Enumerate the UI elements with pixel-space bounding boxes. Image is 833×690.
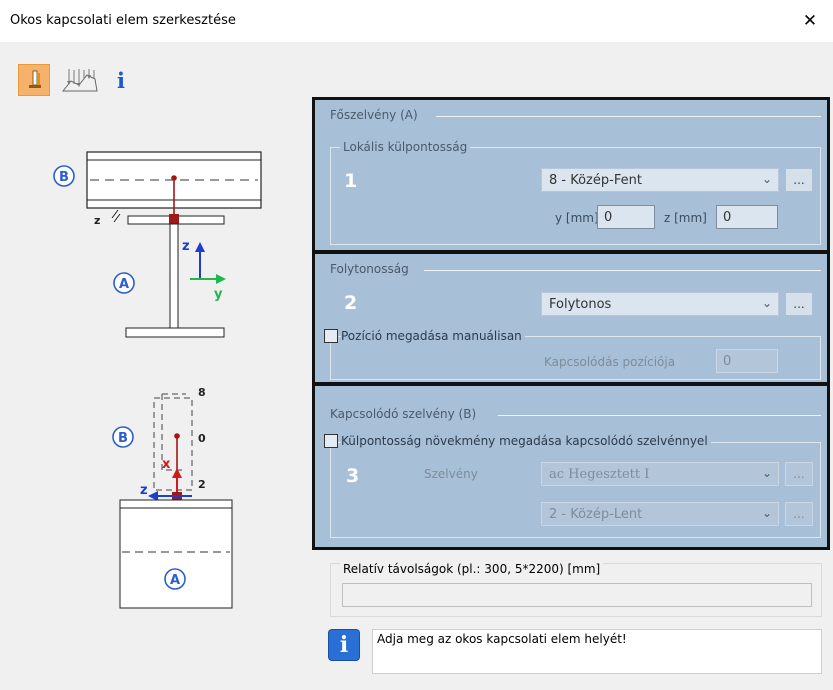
info-tab-button[interactable]: i — [112, 64, 130, 96]
y-offset-label: y [mm] — [555, 211, 599, 225]
diagram-label-x-axis: x — [162, 457, 171, 472]
diagram-label-a-bottom: A — [170, 573, 180, 588]
continuity-divider — [424, 270, 821, 271]
geometry-tab-button[interactable] — [18, 64, 50, 96]
diagram-label-z-axis-bottom: z — [140, 483, 148, 498]
connection-position-label: Kapcsolódás pozíciója — [544, 355, 676, 369]
continuity-select-value: Folytonos — [549, 296, 612, 312]
section-number-1: 1 — [344, 170, 358, 192]
surface-icon — [61, 69, 98, 92]
connecting-position-select[interactable]: 2 - Közép-Lent ⌄ — [541, 502, 779, 526]
local-offset-title: Lokális külpontosság — [340, 140, 471, 154]
y-offset-input[interactable]: 0 — [597, 205, 655, 229]
continuity-select[interactable]: Folytonos ⌄ — [541, 292, 779, 316]
manual-position-checkbox[interactable] — [324, 329, 338, 343]
connecting-position-value: 2 - Közép-Lent — [549, 506, 643, 522]
diagram-label-0: 0 — [198, 432, 206, 445]
top-connection-diagram: B A z z y — [53, 151, 262, 338]
section-number-2: 2 — [344, 292, 358, 314]
diagram-label-y-axis: y — [214, 287, 223, 302]
geometry-icon — [29, 70, 41, 88]
manual-position-box — [330, 336, 821, 380]
profile-select-value: ac Hegesztett I — [549, 466, 650, 482]
info-message: Adja meg az okos kapcsolati elem helyét! — [372, 629, 822, 674]
continuity-title: Folytonosság — [330, 262, 409, 276]
window-title: Okos kapcsolati elem szerkesztése — [10, 13, 236, 28]
bottom-connection-diagram: B A 8 0 2 x z — [112, 386, 233, 609]
close-icon: ✕ — [802, 11, 818, 31]
connection-position-input[interactable]: 0 — [716, 349, 778, 373]
chevron-down-icon: ⌄ — [761, 296, 772, 310]
diagram-label-z-small: z — [94, 214, 100, 227]
diagram-label-b: B — [59, 170, 69, 185]
profile-select[interactable]: ac Hegesztett I ⌄ — [541, 462, 779, 486]
offset-increment-label: Külpontosság növekmény megadása kapcsoló… — [341, 434, 711, 448]
main-section-title: Főszelvény (A) — [330, 108, 418, 122]
surface-tab-button[interactable] — [60, 64, 100, 96]
connecting-position-browse-button[interactable]: ... — [785, 502, 813, 526]
diagram-label-a: A — [119, 277, 129, 292]
position-select-value: 8 - Közép-Fent — [549, 172, 642, 188]
continuity-browse-button[interactable]: ... — [785, 292, 813, 316]
title-bar: Okos kapcsolati elem szerkesztése ✕ — [0, 0, 833, 42]
close-button[interactable]: ✕ — [787, 0, 833, 42]
profile-browse-button[interactable]: ... — [785, 462, 813, 486]
diagram-label-b-bottom: B — [118, 431, 128, 446]
distances-label: Relatív távolságok (pl.: 300, 5*2200) [m… — [340, 562, 604, 576]
position-browse-button[interactable]: ... — [785, 168, 813, 192]
connecting-section-divider — [498, 415, 821, 416]
diagram-label-2: 2 — [198, 478, 206, 491]
diagram-label-8: 8 — [198, 386, 206, 399]
diagram-label-z-axis: z — [182, 239, 190, 254]
info-message-icon: i — [328, 629, 360, 661]
profile-label: Szelvény — [424, 467, 478, 481]
z-offset-label: z [mm] — [664, 211, 707, 225]
local-offset-box — [330, 147, 821, 245]
connecting-section-title: Kapcsolódó szelvény (B) — [330, 407, 477, 421]
chevron-down-icon: ⌄ — [761, 506, 772, 520]
chevron-down-icon: ⌄ — [761, 466, 772, 480]
position-select[interactable]: 8 - Közép-Fent ⌄ — [541, 168, 779, 192]
chevron-down-icon: ⌄ — [761, 172, 772, 186]
distances-input[interactable] — [342, 583, 812, 607]
manual-position-label: Pozíció megadása manuálisan — [341, 329, 525, 343]
offset-increment-checkbox[interactable] — [324, 434, 338, 448]
z-offset-input[interactable]: 0 — [716, 205, 778, 229]
main-section-divider — [436, 116, 821, 117]
section-number-3: 3 — [346, 465, 360, 487]
info-icon: i — [117, 67, 125, 93]
